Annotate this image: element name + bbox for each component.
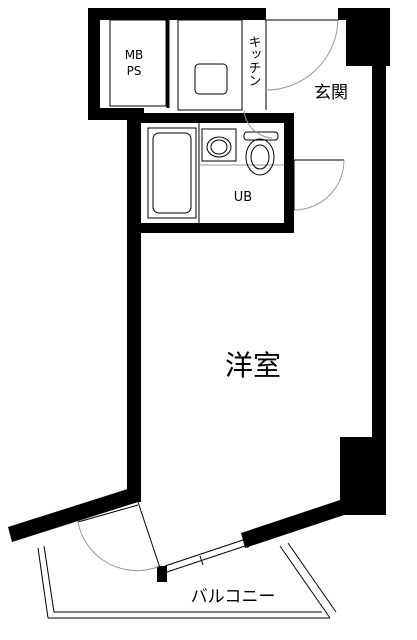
bathtub (147, 127, 197, 219)
kitchen-label: キッチン (246, 35, 261, 87)
entrance-door (265, 19, 339, 91)
unit-bath-label: UB (234, 190, 252, 205)
room-labels: MB PS キッチン 玄関 UB 洋室 バルコニー (125, 35, 348, 607)
fixtures (147, 63, 279, 219)
entrance-label: 玄関 (314, 83, 348, 103)
kitchen-door-swing (243, 109, 273, 139)
mbps-label: MB (125, 48, 144, 62)
toilet (243, 131, 279, 176)
door-swings (77, 19, 345, 572)
mbps-label-2: PS (127, 64, 142, 78)
balcony-door (77, 504, 161, 572)
western-room-label: 洋室 (225, 349, 281, 382)
bathroom-door (289, 159, 345, 211)
exterior-walls (8, 8, 390, 582)
balcony-label: バルコニー (191, 587, 276, 607)
kitchen-sink (194, 63, 228, 95)
balcony-window (137, 501, 249, 573)
washbasin (201, 128, 237, 162)
balcony-railing (37, 542, 337, 619)
